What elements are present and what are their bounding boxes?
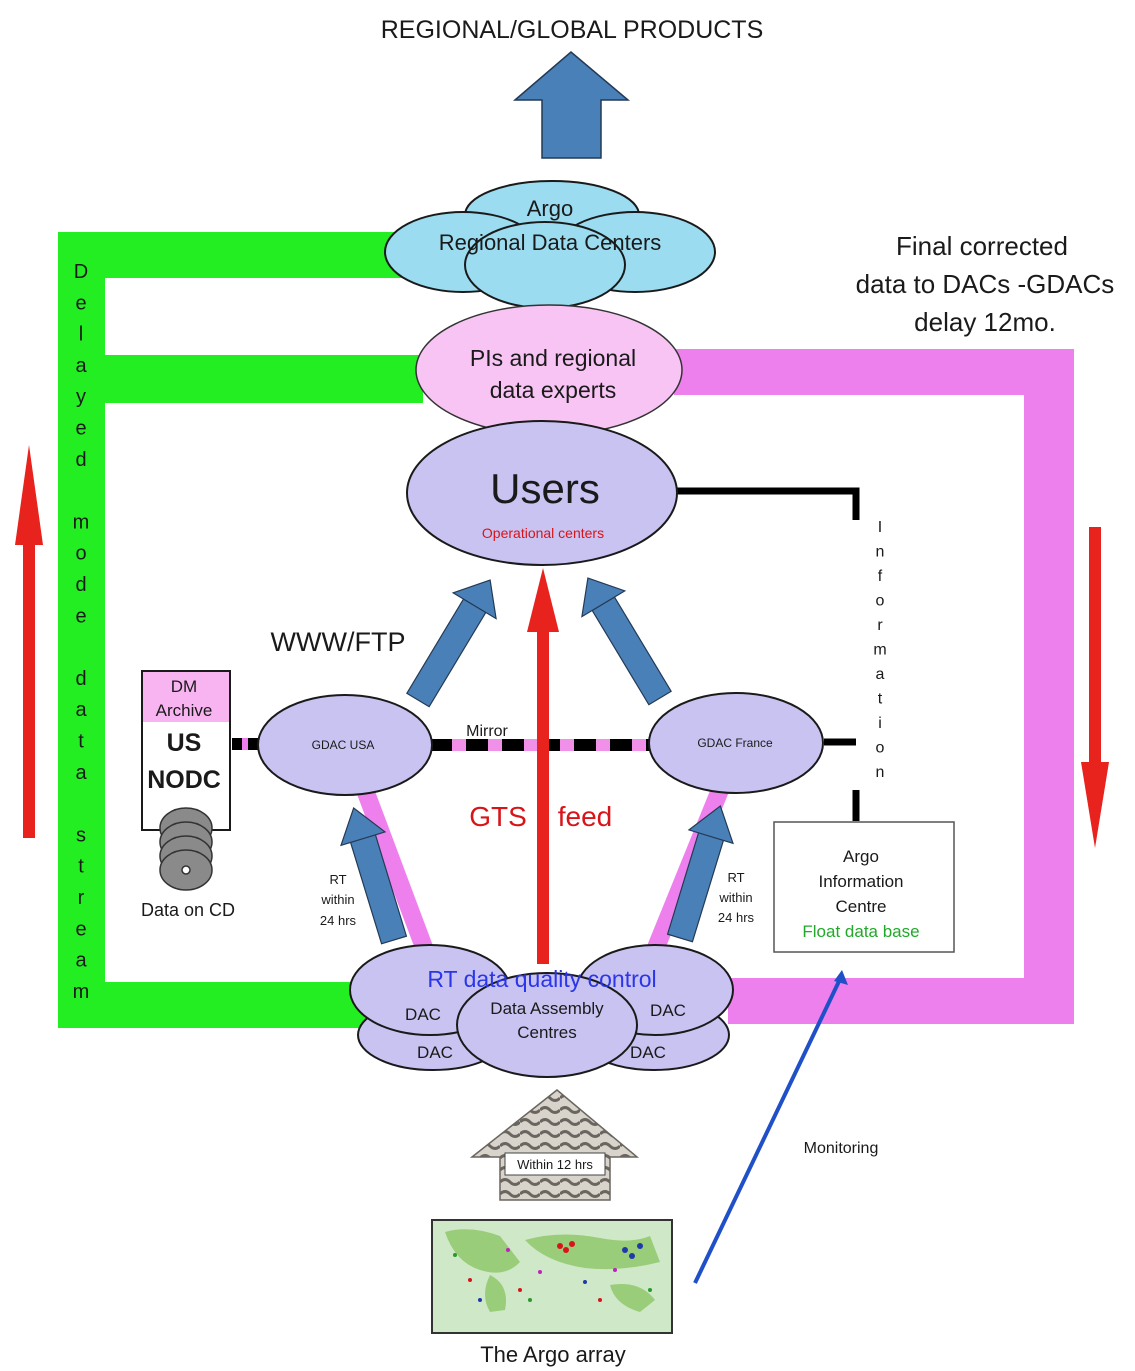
delayed-mode-letter: o bbox=[75, 543, 86, 565]
delayed-mode-letter: e bbox=[75, 292, 86, 314]
red-down-arrow-right bbox=[1081, 527, 1109, 848]
delayed-mode-letter: e bbox=[75, 918, 86, 940]
dac-label-4: DAC bbox=[630, 1043, 666, 1062]
information-letter: t bbox=[878, 691, 883, 708]
argo-info-box bbox=[773, 821, 955, 953]
information-letter: i bbox=[878, 715, 882, 732]
final-corrected-line1: Final corrected bbox=[896, 231, 1068, 261]
gdac-usa-ellipse bbox=[257, 694, 433, 796]
information-letter: o bbox=[876, 740, 885, 757]
delayed-mode-letter: d bbox=[75, 574, 86, 596]
within-12-hrs-arrow bbox=[469, 1089, 640, 1201]
data-assembly-line1: Data Assembly bbox=[490, 999, 604, 1018]
delayed-mode-letter: e bbox=[75, 418, 86, 440]
dm-archive-line3: US bbox=[167, 729, 202, 757]
blue-arrow-gdac-france-to-users bbox=[581, 577, 672, 706]
pis-line1: PIs and regional bbox=[470, 345, 636, 371]
blue-arrow-gdac-usa-to-users bbox=[406, 579, 497, 708]
final-corrected-stream bbox=[674, 349, 1074, 1024]
dm-archive-line1: DM bbox=[171, 677, 197, 696]
gdac-usa-label: GDAC USA bbox=[312, 738, 375, 752]
dac-cloud bbox=[349, 944, 734, 1078]
monitoring-label: Monitoring bbox=[804, 1140, 879, 1157]
dm-archive-line2: Archive bbox=[156, 701, 213, 720]
www-ftp-label: WWW/FTP bbox=[271, 627, 406, 657]
regional-centers-line1: Argo bbox=[527, 196, 573, 221]
delayed-mode-letter: r bbox=[78, 887, 85, 909]
delayed-mode-letter: d bbox=[75, 668, 86, 690]
argo-info-line2: Information bbox=[818, 872, 903, 891]
rt-qc-label: RT data quality control bbox=[427, 966, 656, 992]
data-assembly-line2: Centres bbox=[517, 1023, 577, 1042]
mirror-label: Mirror bbox=[466, 723, 508, 740]
rt-left-line2: within bbox=[320, 892, 354, 907]
blue-arrow-dac-to-gdac-usa bbox=[340, 807, 408, 945]
gdac-france-label: GDAC France bbox=[697, 736, 773, 750]
dac-label-2: DAC bbox=[650, 1001, 686, 1020]
rt-left-line3: 24 hrs bbox=[320, 913, 357, 928]
regional-centers-line2: Regional Data Centers bbox=[439, 230, 662, 255]
argo-info-line4: Float data base bbox=[802, 922, 919, 941]
rt-right-line2: within bbox=[718, 890, 752, 905]
argo-array-map bbox=[431, 1219, 673, 1334]
users-title: Users bbox=[490, 465, 600, 512]
information-letter: n bbox=[876, 544, 885, 561]
cd-stack-icon bbox=[159, 807, 213, 891]
delayed-mode-letter: a bbox=[75, 950, 87, 972]
gts-label: GTS bbox=[469, 801, 527, 832]
delayed-mode-letter: a bbox=[75, 355, 87, 377]
regional-data-centers-cloud bbox=[384, 180, 716, 309]
monitoring-arrow bbox=[693, 970, 848, 1284]
delayed-mode-letter: s bbox=[76, 824, 86, 846]
red-up-arrow-left bbox=[15, 445, 43, 838]
delayed-mode-letter: m bbox=[73, 511, 90, 533]
products-up-arrow bbox=[512, 51, 631, 159]
information-letter: I bbox=[878, 519, 882, 536]
dm-archive-line4: NODC bbox=[147, 766, 221, 794]
rt-left-line1: RT bbox=[329, 872, 346, 887]
dac-label-3: DAC bbox=[417, 1043, 453, 1062]
delayed-mode-letter: m bbox=[73, 981, 90, 1003]
pis-line2: data experts bbox=[490, 377, 617, 403]
delayed-mode-letter: D bbox=[74, 261, 88, 283]
final-corrected-line3: delay 12mo. bbox=[914, 307, 1056, 337]
information-label: Information bbox=[873, 519, 886, 781]
users-ellipse bbox=[406, 420, 678, 566]
information-letter: o bbox=[876, 593, 885, 610]
data-on-cd-label: Data on CD bbox=[141, 900, 235, 920]
feed-label: feed bbox=[558, 801, 613, 832]
delayed-mode-letter: e bbox=[75, 605, 86, 627]
rt-right-line3: 24 hrs bbox=[718, 910, 755, 925]
information-letter: m bbox=[873, 642, 886, 659]
information-letter: r bbox=[877, 617, 883, 634]
argo-info-line1: Argo bbox=[843, 847, 879, 866]
delayed-mode-letter: t bbox=[78, 731, 84, 753]
argo-array-label: The Argo array bbox=[480, 1342, 626, 1367]
argo-info-line3: Centre bbox=[835, 897, 886, 916]
final-corrected-line2: data to DACs -GDACs bbox=[856, 269, 1115, 299]
products-title: REGIONAL/GLOBAL PRODUCTS bbox=[381, 16, 764, 44]
delayed-mode-letter: y bbox=[76, 386, 86, 408]
delayed-mode-stream bbox=[58, 232, 423, 1028]
delayed-mode-letter: t bbox=[78, 856, 84, 878]
delayed-mode-letter: l bbox=[79, 324, 83, 346]
information-letter: f bbox=[878, 568, 883, 585]
gts-feed-arrow bbox=[527, 568, 559, 964]
delayed-mode-letter: a bbox=[75, 762, 87, 784]
dm-archive-box bbox=[141, 670, 231, 831]
delayed-mode-letter: a bbox=[75, 699, 87, 721]
information-letter: a bbox=[876, 666, 885, 683]
information-letter: n bbox=[876, 764, 885, 781]
gdac-france-ellipse bbox=[648, 692, 824, 794]
blue-arrow-dac-to-gdac-france bbox=[666, 805, 734, 943]
information-link bbox=[676, 487, 866, 821]
rt-right-line1: RT bbox=[727, 870, 744, 885]
users-subtitle: Operational centers bbox=[482, 525, 604, 541]
within-12-hrs-label: Within 12 hrs bbox=[517, 1157, 593, 1172]
dac-label-1: DAC bbox=[405, 1005, 441, 1024]
delayed-mode-letter: d bbox=[75, 449, 86, 471]
